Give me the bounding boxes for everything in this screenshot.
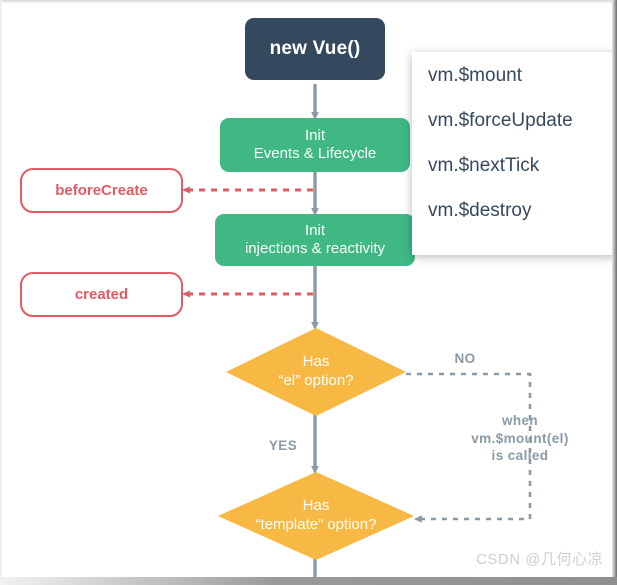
overlay-item-nexttick[interactable]: vm.$nextTick <box>428 155 540 176</box>
node-new-vue-label: new Vue() <box>269 37 361 59</box>
edge-label-yes: YES <box>258 437 308 455</box>
frame-left-edge <box>0 0 2 585</box>
overlay-item-mount[interactable]: vm.$mount <box>428 65 522 86</box>
edge-label-when-line1: when <box>501 413 539 428</box>
hook-created-label: created <box>74 286 129 303</box>
node-init-events-lifecycle[interactable]: Init Events & Lifecycle <box>220 118 410 172</box>
overlay-item-destroy[interactable]: vm.$destroy <box>428 200 532 221</box>
node-has-el-option[interactable]: Has “el” option? <box>226 328 406 416</box>
diamond-shape-has-template <box>218 472 414 560</box>
node-init-injections-line2: injections & reactivity <box>244 240 386 257</box>
frame-right-edge <box>612 0 617 585</box>
frame-bottom-edge <box>0 577 617 585</box>
node-has-template-option[interactable]: Has “template” option? <box>218 472 414 560</box>
node-init-injections-reactivity[interactable]: Init injections & reactivity <box>215 214 415 266</box>
node-init-events-line2: Events & Lifecycle <box>253 145 377 162</box>
node-init-events-line1: Init <box>304 127 325 145</box>
hook-created[interactable]: created <box>20 272 183 317</box>
hook-beforecreate[interactable]: beforeCreate <box>20 168 183 213</box>
watermark: CSDN @几何心凉 <box>476 551 603 568</box>
node-new-vue[interactable]: new Vue() <box>245 18 385 80</box>
vm-methods-overlay-panel: vm.$mount vm.$forceUpdate vm.$nextTick v… <box>412 52 617 255</box>
diamond-shape-has-el <box>226 328 406 416</box>
edge-label-when-mount-called: when vm.$mount(el) is called <box>450 412 590 465</box>
edge-label-when-line2: vm.$mount(el) <box>471 430 569 446</box>
overlay-item-forceupdate[interactable]: vm.$forceUpdate <box>428 110 573 131</box>
frame-top-edge <box>0 0 617 3</box>
node-init-injections-line1: Init <box>304 222 325 240</box>
edge-label-yes-text: YES <box>268 438 298 453</box>
edge-label-when-line3: is called <box>491 448 549 464</box>
edge-label-no: NO <box>440 350 490 368</box>
edge-label-no-text: NO <box>454 351 476 366</box>
hook-beforecreate-label: beforeCreate <box>55 182 148 199</box>
